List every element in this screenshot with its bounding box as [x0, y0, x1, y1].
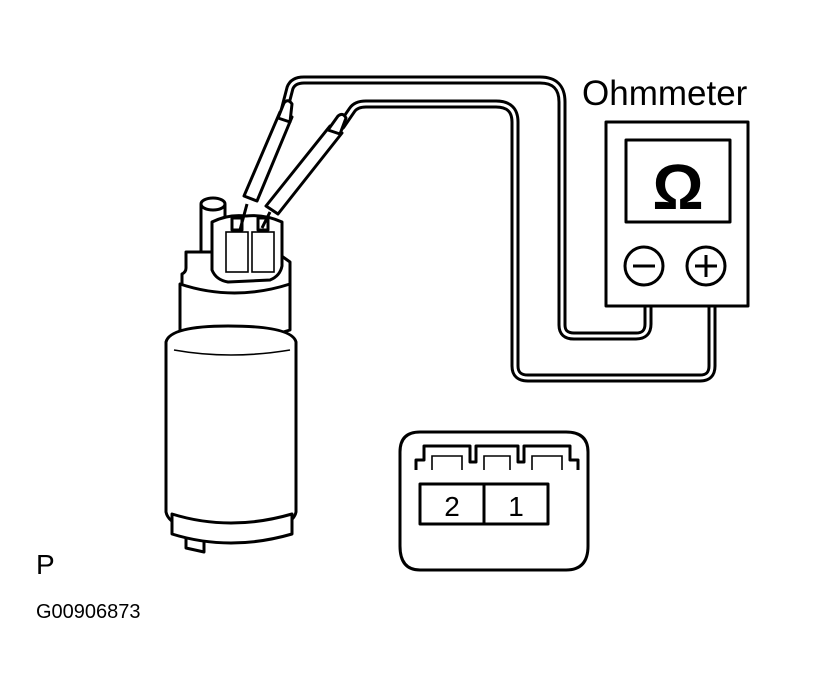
ohmmeter-title: Ohmmeter — [582, 74, 748, 113]
connector-pin-2: 2 — [444, 491, 460, 522]
ohmmeter-display — [624, 138, 732, 224]
view-letter: P — [36, 549, 55, 580]
connector-pin-1: 1 — [508, 491, 524, 522]
connector-front-view: 2 1 — [398, 430, 590, 572]
probe-right — [260, 112, 348, 229]
fuel-pump — [164, 196, 298, 554]
ohmmeter: Ω — [604, 120, 750, 308]
probe-left — [238, 99, 294, 231]
ohm-symbol: Ω — [652, 151, 703, 223]
plus-terminal-icon — [685, 245, 727, 287]
figure-code: G00906873 — [36, 601, 141, 623]
minus-terminal-icon — [623, 245, 665, 287]
test-leads — [278, 75, 717, 383]
